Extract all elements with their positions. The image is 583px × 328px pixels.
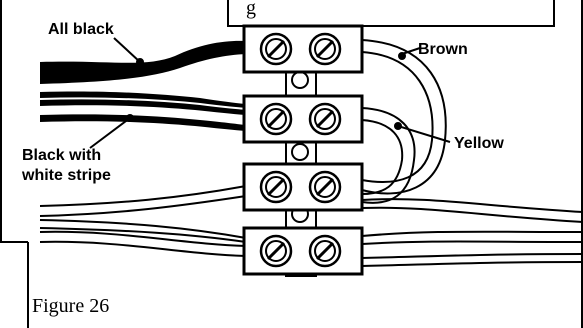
terminal-row-3: [242, 162, 364, 212]
wire-right-b-top: [361, 230, 583, 237]
terminal-row-2: [242, 94, 364, 144]
screw-icon: [259, 102, 293, 136]
wire-right-c-top: [361, 253, 583, 259]
figure-caption: Figure 26: [32, 295, 109, 317]
callout-labels: All black Brown Yellow Black with white …: [21, 21, 504, 184]
screw-icon: [308, 234, 342, 268]
leader-all-black-dot: [136, 58, 144, 66]
wire-left-c-top: [39, 219, 247, 239]
terminal-row-4: [242, 226, 364, 276]
yellow-loop-outer: [361, 107, 416, 204]
wire-right-c-bottom: [361, 261, 583, 267]
leader-brown-dot: [398, 52, 406, 60]
leader-yellow-dot: [394, 122, 402, 130]
terminal-block: [242, 24, 364, 277]
label-brown: Brown: [418, 41, 468, 58]
screw-icon: [308, 32, 342, 66]
screw-icon: [259, 234, 293, 268]
label-black-with: Black with: [22, 147, 101, 164]
screw-icon: [259, 32, 293, 66]
terminal-row-2-body: [242, 94, 364, 144]
label-all-black: All black: [48, 21, 114, 38]
terminal-row-1: [242, 24, 364, 74]
top-heading-box-text: g: [246, 0, 256, 19]
bridge-hole-1: [291, 71, 309, 89]
black-white-stripe-cable: [39, 91, 247, 131]
brown-loop-outer: [361, 39, 447, 195]
label-white-stripe: white stripe: [21, 167, 111, 184]
leader-brown: [401, 47, 421, 55]
callout-leaders: [89, 37, 451, 149]
wire-left-a-bottom: [39, 195, 247, 217]
leader-all-black: [113, 37, 141, 63]
wire-right-a-bottom: [361, 206, 583, 223]
wire-right-b-bottom: [361, 240, 583, 245]
top-heading-box: g: [227, 0, 555, 27]
yellow-loop-inner: [361, 119, 404, 195]
wire-left-b-top: [39, 230, 247, 247]
left-lower-wires: [39, 185, 247, 257]
screw-icon: [308, 170, 342, 204]
top-heading-box-border: [227, 0, 555, 27]
leader-yellow: [397, 125, 451, 143]
striped-cable-white-stripe: [39, 97, 247, 110]
striped-cable-lower-conductor: [40, 114, 246, 131]
striped-cable-body: [40, 91, 246, 115]
bridge-hole-2: [291, 143, 309, 161]
right-loop-wires: [361, 39, 583, 267]
wire-right-a-top: [361, 198, 583, 213]
leader-striped-dot: [126, 114, 134, 122]
screw-icon: [259, 170, 293, 204]
wire-left-b-bottom: [39, 240, 247, 257]
wire-left-c-bottom: [39, 227, 247, 243]
screw-icon: [308, 102, 342, 136]
label-yellow: Yellow: [454, 135, 504, 152]
leader-striped: [89, 117, 131, 149]
wire-left-a-top: [39, 185, 247, 207]
